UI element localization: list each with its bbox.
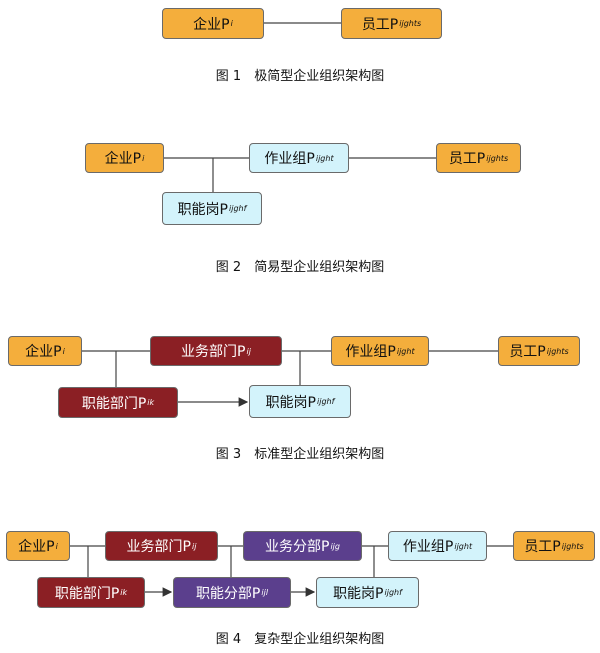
fig3-caption: 图 3 标准型企业组织架构图 — [215, 447, 385, 462]
fig1-caption: 图 1 极简型企业组织架构图 — [215, 69, 385, 84]
fig4-caption: 图 4 复杂型企业组织架构图 — [215, 632, 385, 647]
fig2-caption: 图 2 简易型企业组织架构图 — [215, 260, 385, 275]
